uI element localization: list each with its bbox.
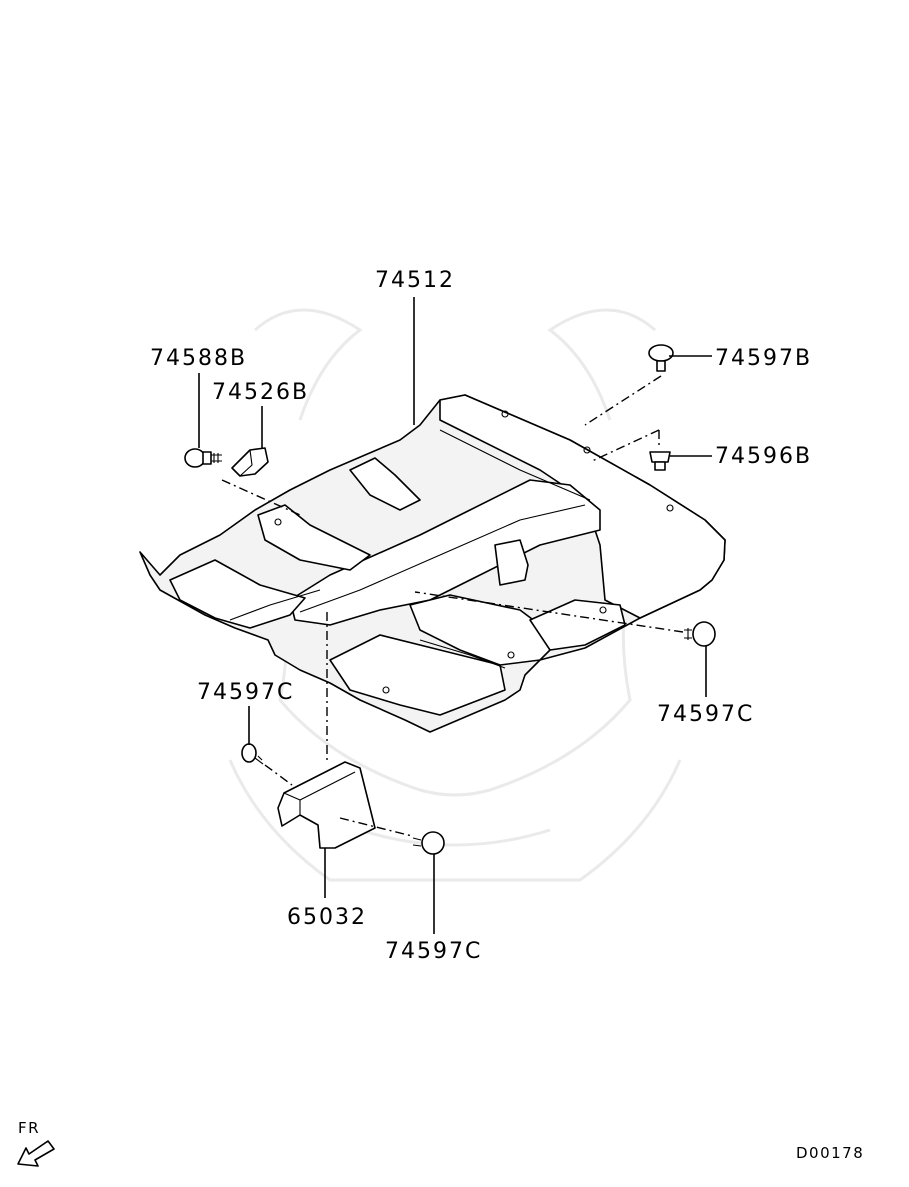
label-74526b: 74526B: [212, 380, 309, 405]
label-74596b: 74596B: [715, 444, 812, 469]
label-74597b: 74597B: [715, 346, 812, 371]
diagram-code: D00178: [796, 1144, 864, 1162]
front-arrow-icon: [17, 1140, 55, 1167]
clip-74597b-icon: [648, 344, 674, 372]
clip-74597c-right-icon: [684, 621, 716, 647]
leader-lines: [198, 297, 712, 934]
label-74597c-bottom: 74597C: [385, 939, 482, 964]
direction-label: FR: [18, 1119, 40, 1137]
label-74597c-left: 74597C: [197, 680, 294, 705]
bolt-74588b-icon: [184, 448, 222, 468]
clip-74597c-left-icon: [241, 743, 264, 765]
label-74597c-right: 74597C: [657, 702, 754, 727]
floor-carpet: [139, 394, 726, 733]
cover-65032: [277, 761, 376, 849]
fastener-74596b-icon: [649, 451, 671, 471]
label-65032: 65032: [287, 905, 367, 930]
assembly-dashed-lines: [221, 375, 684, 837]
label-74512: 74512: [375, 268, 455, 293]
label-74588b: 74588B: [150, 346, 247, 371]
clip-74597c-bottom-icon: [412, 831, 445, 855]
watermark-logo: [228, 308, 682, 882]
bracket-74526b-icon: [231, 447, 269, 477]
